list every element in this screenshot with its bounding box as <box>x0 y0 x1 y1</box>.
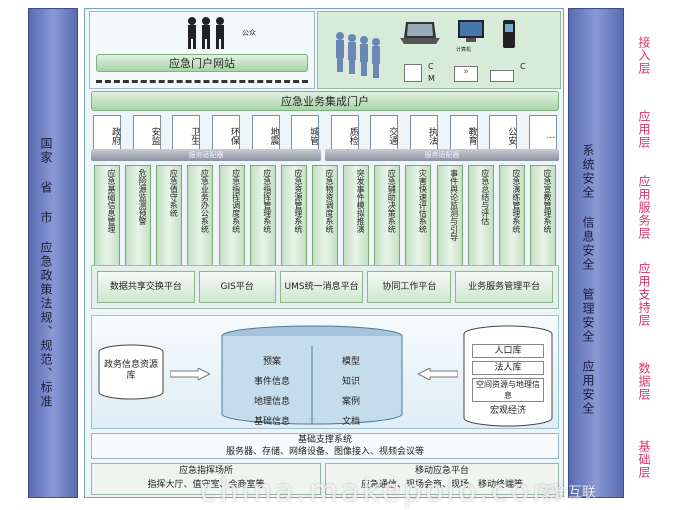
platform-gis: GIS平台 <box>198 271 276 303</box>
app-system: 事件舆论监测与引导 <box>436 165 463 273</box>
layer-base-label: 基础层 <box>637 440 651 479</box>
public-access-zone: 公众 应急门户网站 <box>89 11 315 89</box>
app-system: 突发事件模拟推演 <box>343 165 370 273</box>
device-m-label: M <box>428 74 435 83</box>
data-layer-zone: 政务信息资源库 预案 事件信息 地理信息 基础信息 模型 知识 案例 文档 <box>91 315 559 429</box>
department-item: 公安 <box>489 115 518 153</box>
base-db-item: 宏观经济 <box>489 406 526 416</box>
layer-app-support-label: 应用支持层 <box>637 262 651 327</box>
arrow-right-icon <box>170 368 210 380</box>
base-db-item: 法人库 <box>472 361 544 375</box>
device-box-3 <box>490 70 514 82</box>
integration-portal: 应急业务集成门户 <box>91 91 559 111</box>
app-system: 应急业务办公系统 <box>187 165 214 273</box>
service-adapter-right: 服务适配器 <box>325 149 559 161</box>
platform-data-exchange: 数据共享交换平台 <box>97 271 195 303</box>
portal-divider <box>96 80 308 83</box>
central-db-item: 预案 <box>262 357 281 367</box>
app-system: 危险源监测预警 <box>125 165 152 273</box>
app-system: 应急基础信息管理 <box>94 165 120 273</box>
command-site-detail: 指挥大厅、值守室、会商室等 <box>147 480 265 490</box>
layer-data-label: 数据层 <box>637 362 651 401</box>
department-item: 卫生 <box>172 115 201 153</box>
service-adapter-left: 服务适配器 <box>91 149 321 161</box>
public-people-icon <box>188 17 224 49</box>
command-site-zone: 应急指挥场所 指挥大厅、值守室、会商室等 <box>91 463 321 495</box>
security-text: 系统安全 信息安全 管理安全 应用安全 <box>581 144 595 416</box>
department-item: 政府 <box>93 115 121 153</box>
department-item: 城管 <box>291 115 320 153</box>
central-db-item: 事件信息 <box>253 377 290 387</box>
infra-detail: 服务器、存储、网络设备、图像接入、视频会议等 <box>225 447 424 457</box>
platform-ums: UMS统一消息平台 <box>279 271 364 303</box>
central-database-icon <box>221 325 403 425</box>
central-db-item: 文档 <box>341 417 360 427</box>
app-system: 应急物资调度系统 <box>311 165 338 273</box>
layer-app-label: 应用层 <box>637 110 651 149</box>
app-system: 应急指挥管理系统 <box>249 165 276 273</box>
base-db-list: 人口库 法人库 空间资源与地理信息 宏观经济 <box>472 344 544 419</box>
laptop-icon <box>400 22 440 44</box>
app-system: 应急资源管理系统 <box>280 165 307 273</box>
department-item: 交通 <box>370 115 399 153</box>
architecture-diagram: 公众 应急门户网站 计算机 C M » C 应急业务集成门户 <box>84 8 564 498</box>
policy-bar: 国家 省 市 应急政策法规、规范、标准 <box>28 8 78 498</box>
app-system: 应急宣教管理系统 <box>529 165 556 273</box>
department-item: 执法 <box>410 115 438 153</box>
command-site-title: 应急指挥场所 <box>178 466 233 476</box>
device-c2-label: C <box>520 62 526 71</box>
arrow-left-icon <box>418 368 458 380</box>
app-system: 应急总结与评估 <box>467 165 494 273</box>
department-item: 安监 <box>132 115 161 153</box>
infra-title: 基础支撑系统 <box>297 435 352 445</box>
infra-support-zone: 基础支撑系统 服务器、存储、网络设备、图像接入、视频会议等 <box>91 433 559 459</box>
central-db-right-list: 模型 知识 案例 文档 <box>316 352 386 432</box>
central-db-left-list: 预案 事件信息 地理信息 基础信息 <box>232 352 312 432</box>
app-system: 应急辅助决策系统 <box>374 165 401 273</box>
department-item: … <box>528 115 557 153</box>
central-db-item: 地理信息 <box>253 397 290 407</box>
computer-label: 计算机 <box>456 47 472 53</box>
department-item: 教育 <box>449 115 478 153</box>
watermark-text: china.makepolo.com <box>200 474 565 509</box>
application-systems-row: 应急基础信息管理 危险源监测预警 应急值守系统 应急业务办公系统 应急指挥调度系… <box>91 165 559 277</box>
base-db-item: 人口库 <box>472 344 544 358</box>
app-system: 应急演练管理系统 <box>498 165 525 273</box>
platform-collaboration: 协同工作平台 <box>367 271 452 303</box>
device-access-zone: 计算机 C M » C <box>317 11 561 89</box>
watermark-brand: 安全互联 <box>540 485 596 501</box>
mobile-platform-title: 移动应急平台 <box>414 466 469 476</box>
mobile-platform-detail: 应急通信、现场会商、现场、移动终端等 <box>360 480 523 490</box>
gov-info-db-icon <box>98 344 164 400</box>
department-item: 环保 <box>211 115 240 153</box>
platform-business-service: 业务服务管理平台 <box>455 271 553 303</box>
security-bar: 系统安全 信息安全 管理安全 应用安全 <box>568 8 624 498</box>
support-platforms-row: 数据共享交换平台 GIS平台 UMS统一消息平台 协同工作平台 业务服务管理平台 <box>91 265 559 309</box>
policy-text: 国家 省 市 应急政策法规、规范、标准 <box>39 137 53 409</box>
central-db-item: 知识 <box>341 377 360 387</box>
app-system: 应急值守系统 <box>156 165 183 273</box>
mobile-platform-zone: 移动应急平台 应急通信、现场会商、现场、移动终端等 <box>325 463 559 495</box>
staff-group-icon <box>336 32 380 78</box>
mobile-phone-icon <box>503 20 515 48</box>
central-db-item: 基础信息 <box>253 417 290 427</box>
device-box-1 <box>404 64 422 82</box>
department-item: 质检 <box>330 115 359 153</box>
app-system: 应急指挥调度系统 <box>218 165 245 273</box>
base-db-item: 空间资源与地理信息 <box>472 378 544 402</box>
app-system: 灾害快速评估系统 <box>405 165 432 273</box>
central-db-item: 案例 <box>341 397 360 407</box>
device-c-label: C <box>428 62 434 71</box>
layer-access-label: 接入层 <box>637 36 651 75</box>
portal-website: 应急门户网站 <box>96 54 308 72</box>
central-db-item: 模型 <box>341 357 360 367</box>
computer-icon <box>458 20 484 42</box>
gov-info-db-label: 政务信息资源库 <box>103 360 158 381</box>
device-box-2: » <box>454 66 478 82</box>
department-item: 地震 <box>251 115 280 153</box>
public-label: 公众 <box>242 29 256 37</box>
layer-app-service-label: 应用服务层 <box>637 175 651 240</box>
